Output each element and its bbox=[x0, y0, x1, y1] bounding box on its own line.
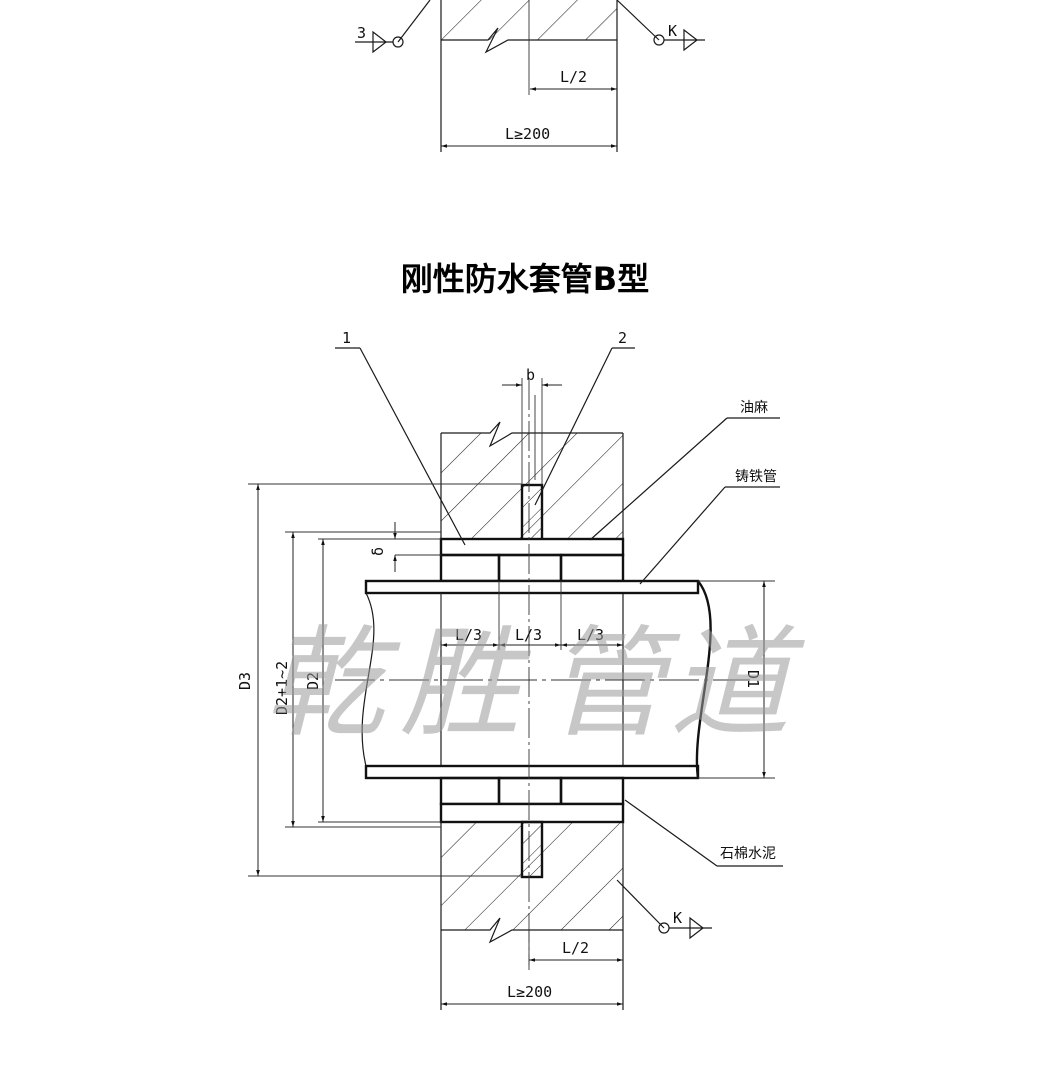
section-arrow-icon bbox=[683, 28, 698, 52]
page-title: 刚性防水套管B型 bbox=[401, 260, 649, 298]
dim-D3: D3 bbox=[236, 672, 254, 690]
watermark: 乾 胜 管 道 bbox=[265, 615, 805, 754]
break-line bbox=[441, 27, 617, 54]
top-fragment: 3 K L/2 L≥200 bbox=[355, 0, 705, 152]
water-stop-ring-upper bbox=[522, 485, 542, 540]
label-asbestos-cement: 石棉水泥 bbox=[720, 845, 776, 862]
dim-half-bottom: L/2 bbox=[562, 939, 589, 957]
section-arrow-icon bbox=[689, 916, 704, 940]
leader-line-oil-hemp bbox=[589, 417, 728, 541]
dim-third-3: L/3 bbox=[577, 626, 604, 644]
dim-third-2: L/3 bbox=[515, 626, 542, 644]
break-line bbox=[441, 421, 623, 448]
asbestos-cement-upper-right bbox=[559, 553, 625, 583]
watermark-char: 道 bbox=[670, 615, 805, 754]
water-stop-ring-lower bbox=[522, 822, 542, 877]
dim-third-1: L/3 bbox=[455, 626, 482, 644]
oil-hemp-upper bbox=[497, 553, 563, 583]
leader-line-cast-iron bbox=[639, 486, 726, 585]
asbestos-cement-lower-right bbox=[559, 776, 625, 806]
label-cast-iron-pipe: 铸铁管 bbox=[735, 469, 777, 485]
dim-half-top: L/2 bbox=[560, 68, 587, 86]
asbestos-cement-lower-left bbox=[439, 776, 501, 806]
section-label-right: K bbox=[668, 22, 677, 40]
label-oil-hemp: 油麻 bbox=[740, 400, 768, 416]
pipe-wall-upper bbox=[364, 579, 700, 595]
pipe-break-right bbox=[695, 580, 712, 779]
section-label-K: K bbox=[673, 909, 682, 927]
section-arrow-icon bbox=[372, 30, 387, 54]
dim-total-top: L≥200 bbox=[505, 125, 550, 143]
dim-D2-plus: D2+1~2 bbox=[273, 661, 291, 715]
pipe-break-left bbox=[361, 592, 375, 767]
section-label-left: 3 bbox=[357, 24, 366, 42]
break-line bbox=[441, 917, 623, 944]
dim-total-bottom: L≥200 bbox=[507, 983, 552, 1001]
leader-line-2 bbox=[534, 347, 613, 506]
asbestos-cement-upper-left bbox=[439, 553, 501, 583]
main-drawing: b 1 2 油麻 铸铁管 石棉水泥 δ L/3 L/3 bbox=[236, 329, 783, 1010]
watermark-char: 胜 bbox=[400, 615, 532, 754]
callout-1: 1 bbox=[342, 329, 351, 347]
dim-b: b bbox=[526, 366, 535, 384]
watermark-char: 管 bbox=[545, 615, 681, 754]
dim-D2: D2 bbox=[304, 672, 322, 690]
callout-2: 2 bbox=[618, 329, 627, 347]
dim-D1: D1 bbox=[744, 670, 762, 688]
oil-hemp-lower bbox=[497, 776, 563, 806]
dim-delta: δ bbox=[369, 547, 387, 556]
watermark-char: 乾 bbox=[265, 615, 401, 754]
leader-line-1 bbox=[359, 347, 466, 546]
